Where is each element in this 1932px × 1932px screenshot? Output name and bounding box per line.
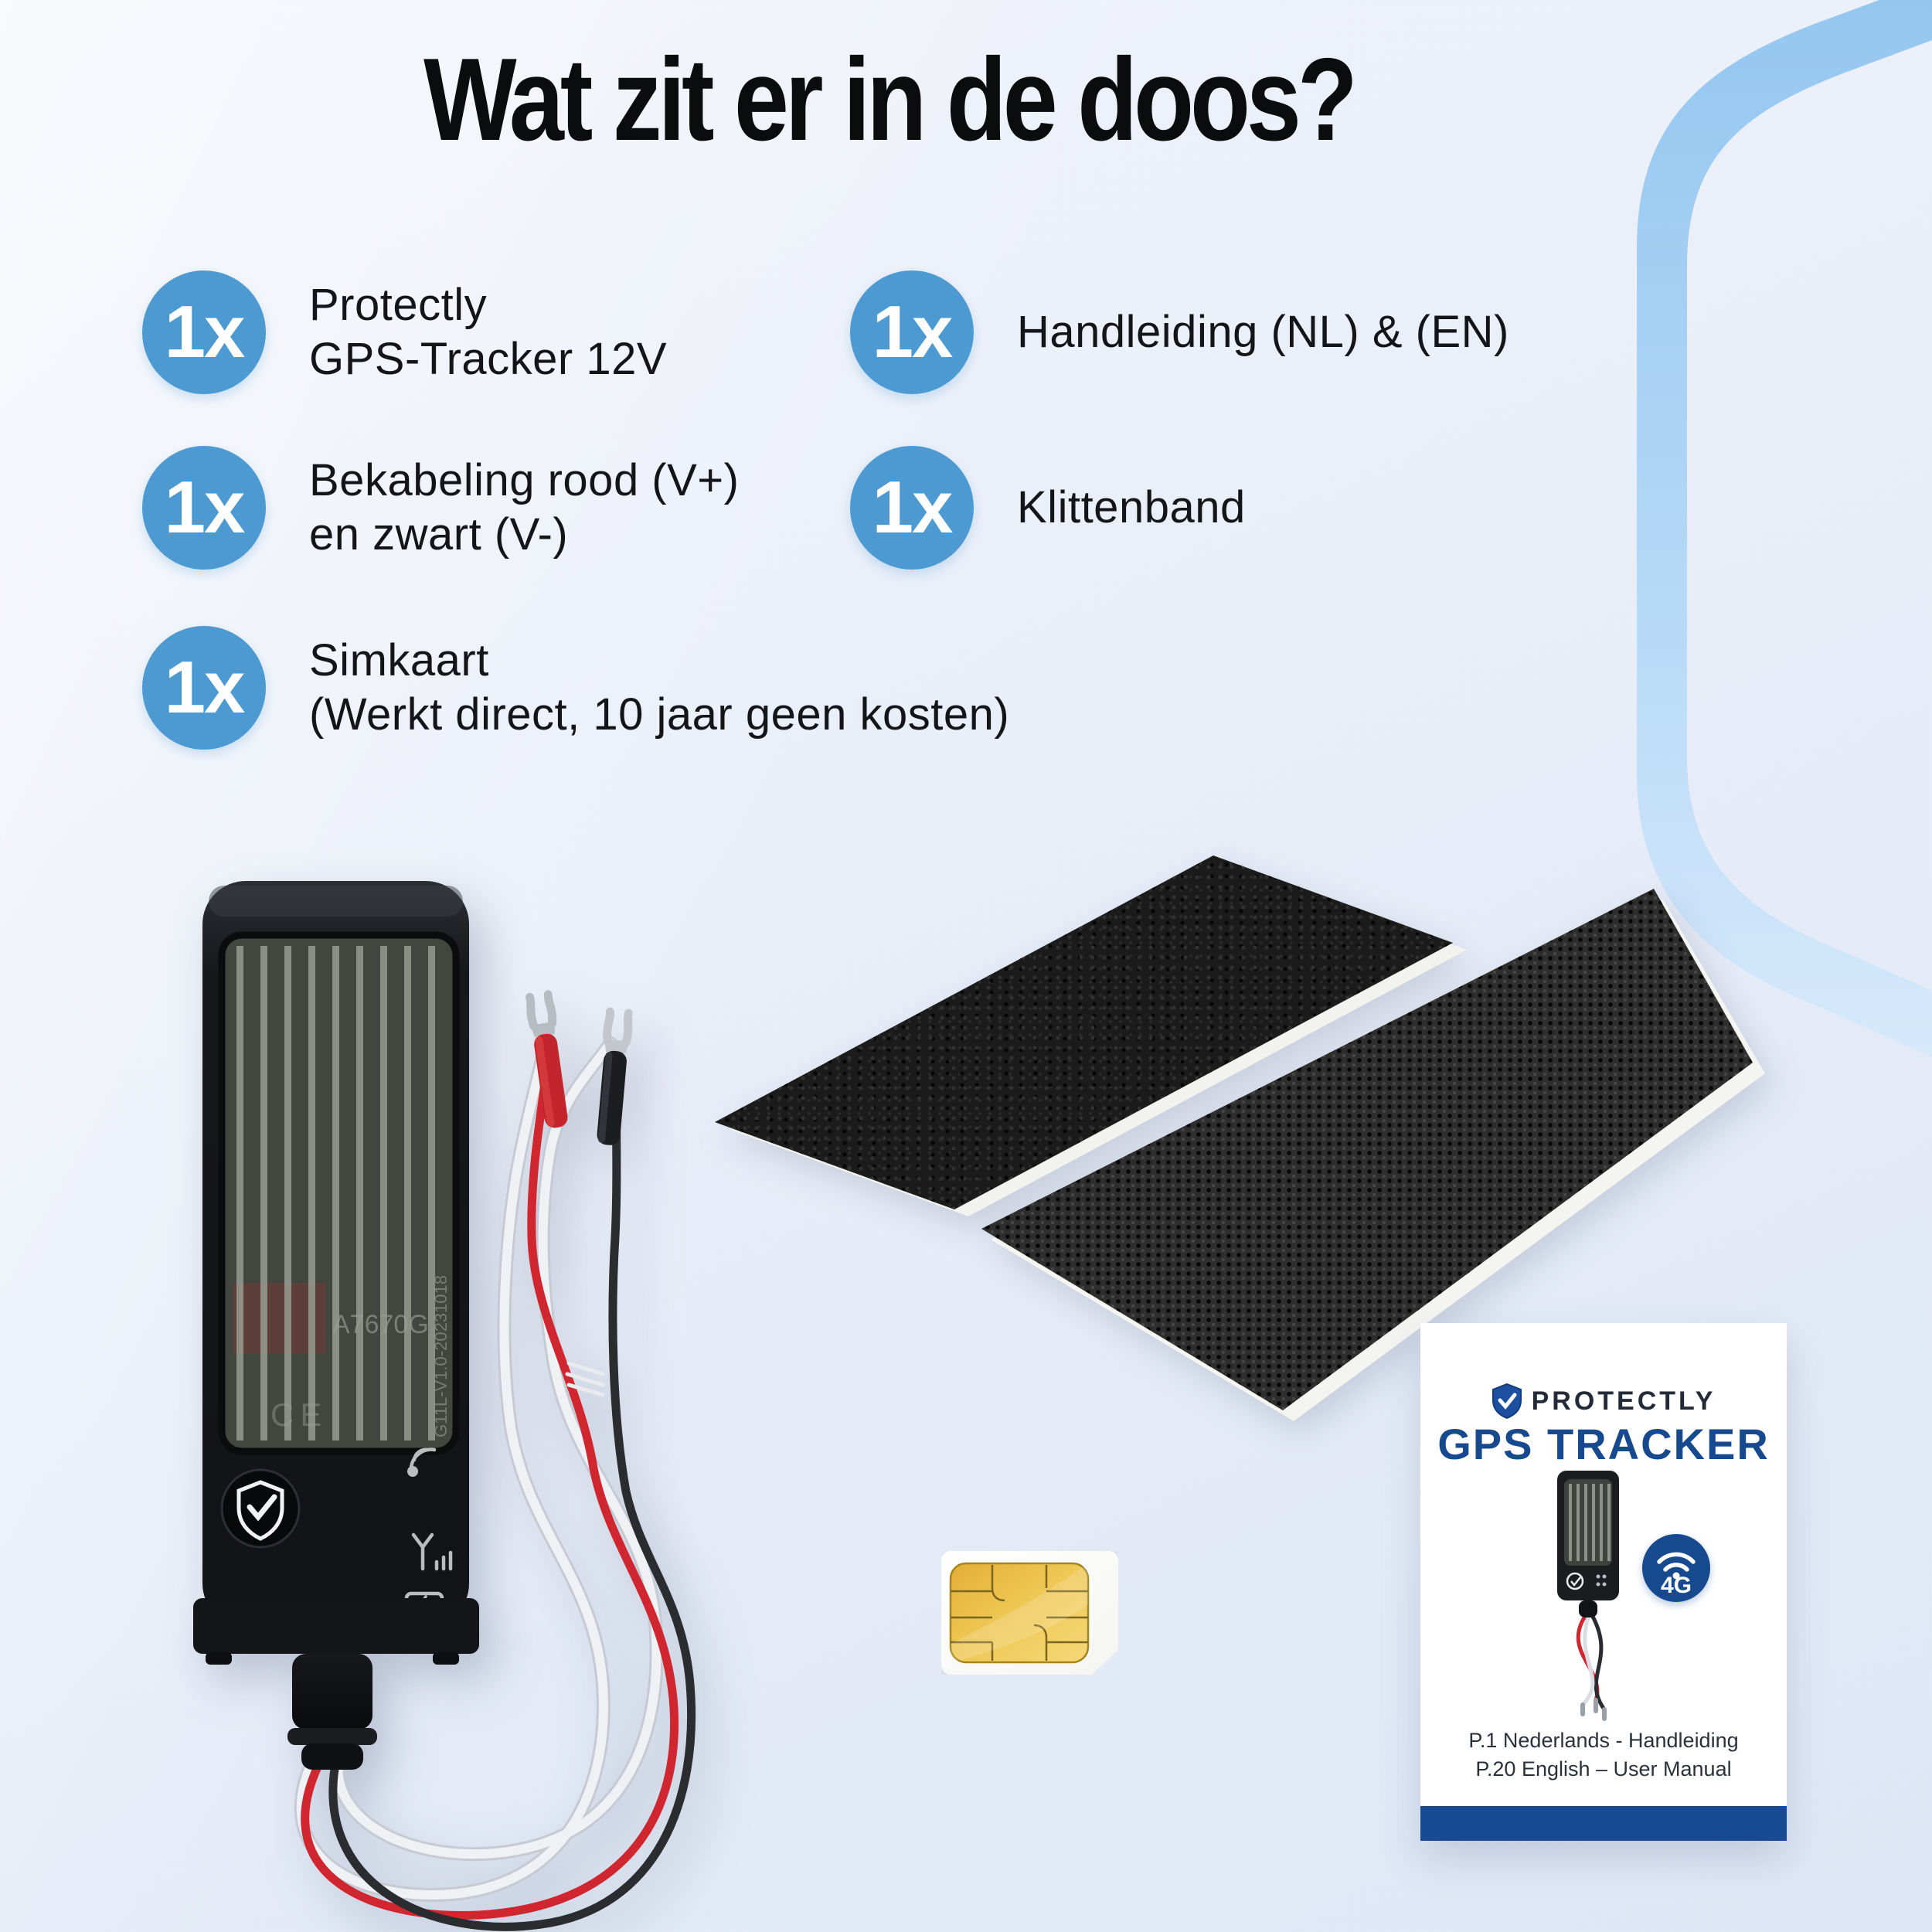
quantity-badge: 1x xyxy=(142,270,266,394)
ce-mark: CE xyxy=(270,1396,328,1433)
item-line: GPS-Tracker 12V xyxy=(309,334,668,384)
manual-bottom-bar xyxy=(1420,1806,1787,1841)
gps-signal-icon xyxy=(407,1447,437,1477)
badge-4g: 4G xyxy=(1642,1534,1710,1602)
manual-cover-tracker-image xyxy=(1557,1471,1619,1721)
badge-4g-label: 4G xyxy=(1661,1573,1692,1598)
quantity-badge: 1x xyxy=(850,446,974,570)
sim-chip xyxy=(949,1562,1090,1664)
window-ribs xyxy=(236,946,435,1440)
wire-tie xyxy=(565,1361,605,1397)
item-line: Klittenband xyxy=(1017,482,1246,532)
tracker-body: A7670G CE G11L-V1.0-20231018 xyxy=(193,881,479,1770)
brand-logo-row: PROTECTLY xyxy=(1420,1383,1787,1419)
page-title: Wat zit er in de doos? xyxy=(423,34,1358,165)
footer-line-nl: P.1 Nederlands - Handleiding xyxy=(1468,1729,1739,1752)
quantity-badge: 1x xyxy=(850,270,974,394)
manual-footer-text: P.1 Nederlands - Handleiding P.20 Englis… xyxy=(1420,1726,1787,1784)
item-label-simkaart: Simkaart (Werkt direct, 10 jaar geen kos… xyxy=(309,634,1009,742)
brand-name: PROTECTLY xyxy=(1531,1386,1716,1416)
antenna-signal-icon xyxy=(411,1532,453,1571)
fork-terminal-red xyxy=(525,990,568,1128)
manual-booklet: PROTECTLY GPS TRACKER 4G xyxy=(1420,1323,1787,1841)
item-line: (Werkt direct, 10 jaar geen kosten) xyxy=(309,689,1010,740)
tracker-flange xyxy=(193,1598,479,1654)
gps-tracker-photo: A7670G CE G11L-V1.0-20231018 xyxy=(193,881,696,1931)
wiring-loops xyxy=(294,1036,696,1931)
red-wire xyxy=(301,1053,679,1920)
quantity-badge: 1x xyxy=(142,626,266,750)
fork-terminal-black xyxy=(597,1007,633,1145)
item-line: Bekabeling rood (V+) xyxy=(309,455,740,505)
product-name: GPS TRACKER xyxy=(1437,1420,1770,1468)
item-label-bekabeling: Bekabeling rood (V+) en zwart (V-) xyxy=(309,454,740,562)
item-label-handleiding: Handleiding (NL) & (EN) xyxy=(1017,305,1509,359)
quantity-badge: 1x xyxy=(142,446,266,570)
item-line: Handleiding (NL) & (EN) xyxy=(1017,307,1509,357)
cable-gland xyxy=(287,1654,377,1770)
decorative-bracket-shape xyxy=(1637,0,1932,1057)
item-label-klittenband: Klittenband xyxy=(1017,481,1246,535)
black-wire xyxy=(328,1063,696,1931)
item-line: Simkaart xyxy=(309,635,489,685)
item-label-gps-tracker: Protectly GPS-Tracker 12V xyxy=(309,278,667,386)
shield-check-icon xyxy=(220,1468,301,1549)
sim-card xyxy=(941,1551,1118,1675)
item-line: Protectly xyxy=(309,280,488,330)
footer-line-en: P.20 English – User Manual xyxy=(1475,1757,1732,1781)
item-line: en zwart (V-) xyxy=(309,509,569,560)
shield-check-icon xyxy=(1492,1383,1522,1419)
